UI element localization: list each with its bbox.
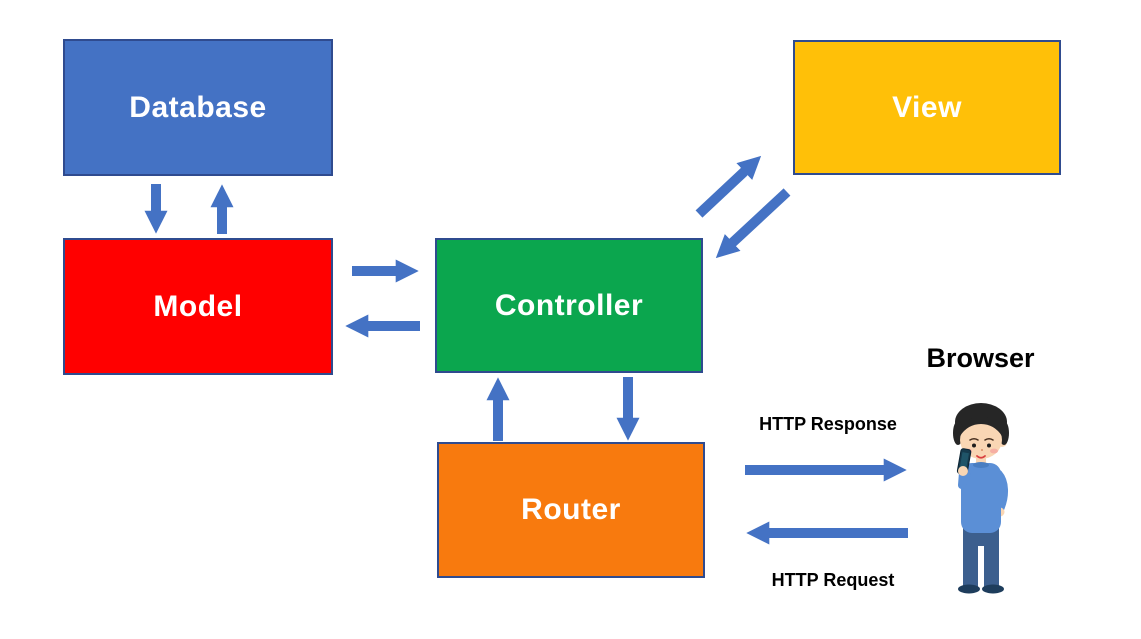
- person-neck: [976, 454, 986, 466]
- node-controller: Controller: [435, 238, 703, 373]
- person-right-leg: [984, 538, 999, 587]
- node-router: Router: [437, 442, 705, 578]
- person-right-shoe: [982, 584, 1004, 594]
- person-right-eyebrow: [984, 437, 994, 441]
- person-fringe: [960, 416, 1002, 436]
- http-request-label: HTTP Request: [771, 570, 895, 590]
- person-right-eye: [987, 443, 991, 448]
- node-database: Database: [63, 39, 333, 176]
- person-collar: [973, 462, 989, 468]
- person-left-eyebrow: [969, 437, 979, 441]
- person-sweater: [961, 463, 1001, 533]
- node-view: View: [793, 40, 1061, 175]
- node-model: Model: [63, 238, 333, 375]
- person-left-arm: [958, 468, 971, 489]
- arrow-controller-to-view: [695, 155, 762, 218]
- person-nose: [981, 449, 983, 451]
- person-with-smartphone-illustration: [953, 403, 1009, 594]
- person-left-shoe: [958, 584, 980, 594]
- person-left-leg: [963, 538, 978, 587]
- person-left-hand: [958, 466, 968, 476]
- browser-label: Browser: [926, 343, 1035, 373]
- person-mouth: [976, 455, 986, 459]
- arrow-view-to-controller: [715, 188, 791, 259]
- http-response-label: HTTP Response: [759, 414, 897, 434]
- person-right-cheek: [990, 448, 998, 454]
- person-left-eye: [972, 443, 976, 448]
